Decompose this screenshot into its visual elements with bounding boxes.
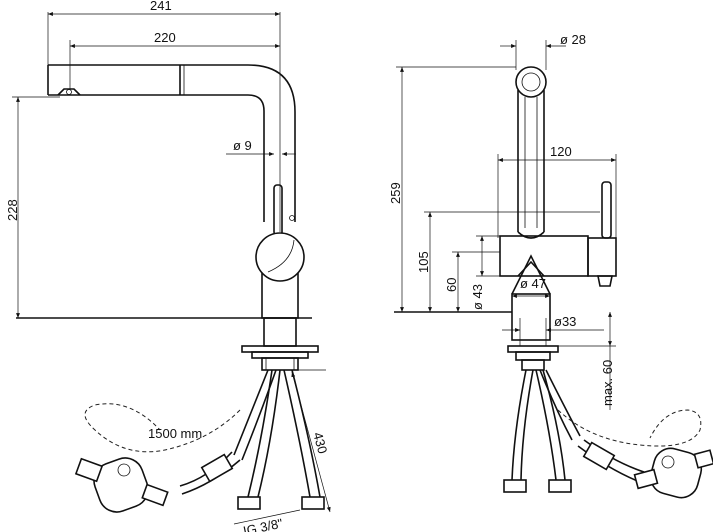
dim-label-60: 60 <box>444 278 459 292</box>
dim-d9: ø 9 <box>226 138 296 156</box>
body-front <box>499 181 617 295</box>
dim-label-220: 220 <box>154 30 176 45</box>
dim-241: 241 <box>47 0 281 232</box>
spout-front <box>515 66 547 232</box>
label-thread: IG 3/8" <box>233 509 301 532</box>
dim-label-d28: ø 28 <box>560 32 586 47</box>
dim-60: 60 <box>444 251 500 312</box>
dim-label-259: 259 <box>388 182 403 204</box>
dim-d33: ø33 <box>502 314 604 346</box>
dim-220: 220 <box>69 30 280 89</box>
faucet-body <box>255 232 305 319</box>
dim-d47: ø 47 <box>512 276 550 298</box>
mounting-base <box>16 317 319 371</box>
dim-label-d47: ø 47 <box>520 276 546 291</box>
hose-length-label: 1500 mm <box>148 426 202 441</box>
dim-228: 228 <box>5 96 60 318</box>
hose-fitting-left <box>237 496 261 510</box>
dim-label-241: 241 <box>150 0 172 13</box>
label-hose-length: 1500 mm <box>148 426 202 441</box>
front-view: ø 28 259 120 105 60 ø 43 <box>388 32 713 499</box>
lever-front <box>601 181 612 239</box>
lever <box>273 184 295 236</box>
dim-label-max60: max. 60 <box>600 360 615 406</box>
dim-label-120: 120 <box>550 144 572 159</box>
dim-label-430: 430 <box>310 430 330 455</box>
dim-label-d43: ø 43 <box>470 284 485 310</box>
dim-label-d9: ø 9 <box>233 138 252 153</box>
dim-120: 120 <box>497 144 617 238</box>
side-view: 241 220 228 ø 9 430 1500 mm IG 3/8" <box>5 0 331 532</box>
dim-label-105: 105 <box>416 251 431 273</box>
base-front <box>394 293 559 371</box>
hose-nut <box>200 453 234 483</box>
dim-105: 105 <box>416 211 600 312</box>
dim-label-d33: ø33 <box>554 314 576 329</box>
dim-259: 259 <box>388 66 516 312</box>
hose-fitting-right <box>301 496 325 510</box>
dim-d28: ø 28 <box>500 32 586 70</box>
hoses-front <box>503 369 713 499</box>
dim-430: 430 <box>291 369 331 513</box>
dim-label-228: 228 <box>5 199 20 221</box>
dim-d43: ø 43 <box>470 235 500 310</box>
inline-valve <box>74 457 169 513</box>
dim-max60: max. 60 <box>558 312 616 410</box>
spout <box>47 64 296 222</box>
